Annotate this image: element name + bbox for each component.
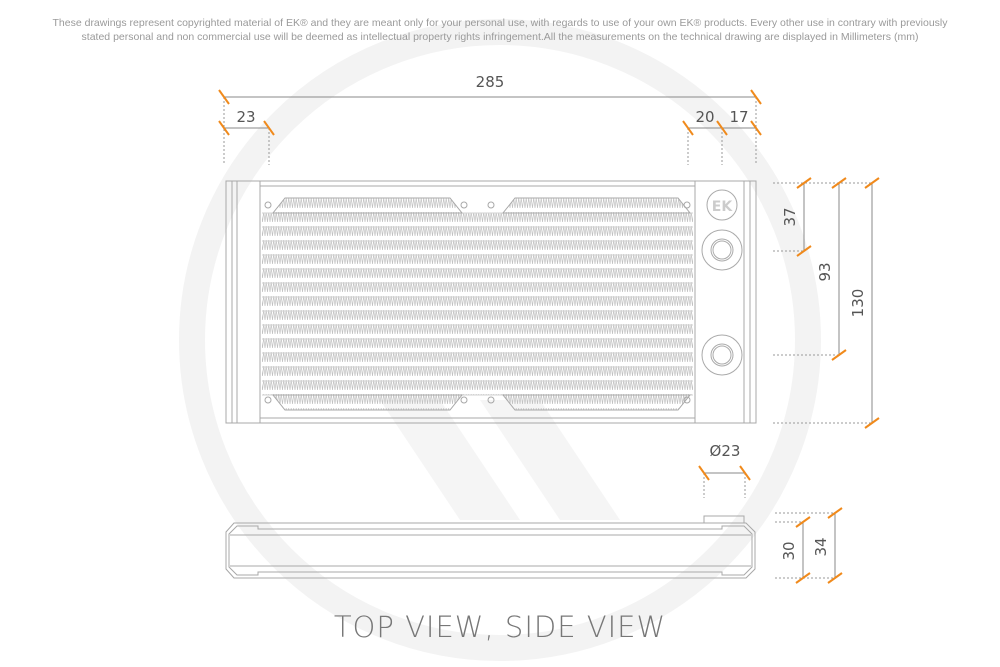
dim-port-spacing: 93 [816,262,834,281]
port-fitting-bottom [701,334,743,376]
drawing-title: TOP VIEW, SIDE VIEW [333,610,667,644]
dimension-lines [224,96,873,578]
copyright-disclaimer: These drawings represent copyrighted mat… [0,16,1000,44]
dim-right-cap: 17 [729,108,748,126]
disclaimer-line-2: stated personal and non commercial use w… [81,31,919,43]
dim-port-diameter: Ø23 [710,442,741,460]
dim-total-length: 285 [476,73,505,91]
dim-total-thickness: 34 [812,537,830,556]
dim-left-cap: 23 [236,108,255,126]
port-fitting-top [701,229,743,271]
disclaimer-line-1: These drawings represent copyrighted mat… [52,17,948,29]
radiator-top-view [225,180,757,424]
logo-text: EK [712,199,734,215]
dim-port-spacing-top: 37 [781,207,799,226]
dim-core-thickness: 30 [780,541,798,560]
dim-port-offset: 20 [695,108,714,126]
dimension-ticks [218,89,880,584]
dim-width: 130 [849,289,867,318]
radiator-side-view [225,515,756,579]
extension-lines [223,97,872,579]
ek-logo-plug: EK [706,189,738,221]
